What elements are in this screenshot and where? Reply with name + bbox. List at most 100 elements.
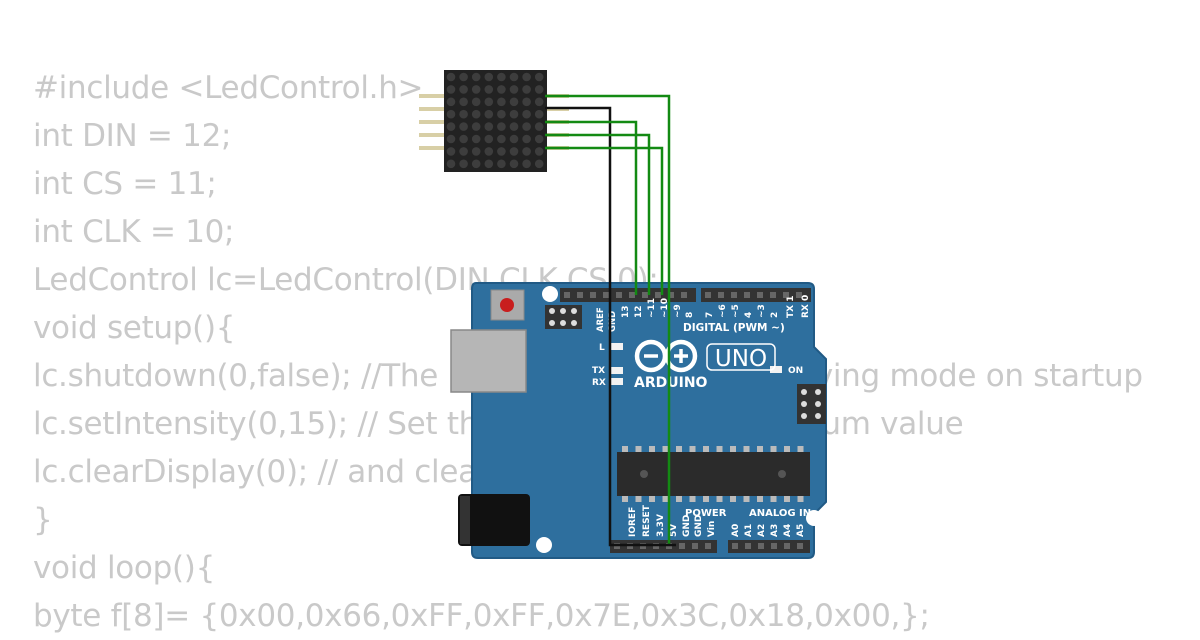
header-hole — [655, 292, 661, 298]
pin-label: ~9 — [673, 304, 683, 318]
header-hole — [692, 543, 698, 549]
matrix-led — [522, 147, 531, 156]
header-hole — [642, 292, 648, 298]
header-hole — [681, 292, 687, 298]
matrix-led — [446, 85, 456, 94]
chip-leg — [676, 446, 682, 454]
header-hole — [718, 292, 724, 298]
matrix-led — [509, 72, 519, 82]
chip-leg — [649, 446, 655, 454]
matrix-led — [509, 134, 519, 144]
matrix-led — [509, 122, 519, 131]
matrix-led — [497, 97, 506, 107]
pin-label: A2 — [757, 524, 767, 537]
code-line: void setup(){ — [33, 310, 236, 346]
chip-leg — [689, 494, 696, 502]
header-pin — [419, 107, 446, 111]
code-line: void loop(){ — [33, 550, 215, 586]
matrix-led — [509, 109, 519, 119]
icsp-header-right — [797, 384, 826, 424]
led-matrix-dots — [446, 72, 544, 169]
rx-led — [611, 378, 623, 385]
header-hole — [771, 543, 777, 549]
matrix-led — [446, 109, 456, 119]
pin-label: 2 — [770, 312, 780, 318]
chip-leg — [635, 494, 642, 502]
matrix-led — [446, 72, 456, 82]
chip-leg — [757, 494, 763, 502]
matrix-led — [534, 134, 544, 144]
chip-leg — [730, 446, 736, 454]
l-led — [611, 343, 623, 350]
code-line: } — [33, 502, 53, 538]
header-hole — [629, 292, 635, 298]
wire-gnd — [545, 106, 676, 547]
matrix-led — [484, 85, 494, 94]
header-hole — [770, 292, 776, 298]
chip-leg — [716, 494, 723, 502]
matrix-led — [534, 109, 544, 119]
code-line: byte f[8]= {0x00,0x66,0xFF,0xFF,0x7E,0x3… — [33, 598, 930, 634]
arduino-uno-board[interactable]: UNO ARDUINO DIGITAL (PWM ~) L TX RX ON P… — [450, 282, 827, 559]
wire-clk — [545, 146, 664, 295]
matrix-led — [534, 159, 544, 169]
on-label: ON — [788, 366, 803, 376]
pin-label: Vin — [707, 521, 717, 537]
header-hole — [603, 292, 609, 298]
wires — [545, 94, 676, 547]
mounting-hole — [536, 537, 552, 553]
header-hole — [616, 292, 622, 298]
matrix-led — [459, 122, 468, 131]
header-hole — [744, 292, 750, 298]
matrix-led — [484, 159, 494, 169]
chip-leg — [730, 494, 736, 502]
matrix-led — [522, 159, 531, 169]
mounting-hole — [806, 510, 822, 526]
board-brand: ARDUINO — [634, 375, 708, 391]
pin-label: A1 — [744, 524, 754, 537]
led-matrix-module[interactable] — [419, 70, 569, 172]
reset-button[interactable] — [490, 289, 525, 321]
mounting-hole — [542, 286, 558, 302]
chip-leg — [703, 494, 709, 502]
header-hole — [577, 292, 583, 298]
chip-leg — [770, 494, 777, 502]
matrix-led — [446, 134, 456, 144]
matrix-led — [497, 159, 506, 169]
matrix-led — [509, 85, 519, 94]
matrix-led — [522, 72, 531, 82]
header-hole — [796, 292, 802, 298]
matrix-led — [534, 147, 544, 156]
matrix-led — [471, 159, 481, 169]
header-hole — [679, 543, 685, 549]
header-hole — [590, 292, 596, 298]
matrix-led — [446, 97, 456, 107]
code-line: int DIN = 12; — [33, 118, 232, 154]
matrix-led — [484, 109, 494, 119]
code-line: #include <LedControl.h> — [33, 70, 424, 106]
matrix-led — [497, 147, 506, 156]
matrix-led — [484, 72, 494, 82]
matrix-led — [522, 97, 531, 107]
chip-leg — [797, 446, 804, 454]
matrix-led — [459, 159, 468, 169]
matrix-led — [522, 85, 531, 94]
matrix-led — [471, 97, 481, 107]
chip-leg — [784, 446, 790, 454]
chip-leg — [757, 446, 763, 454]
matrix-led — [446, 147, 456, 156]
power-label: POWER — [685, 508, 727, 519]
pin-label: ~3 — [757, 304, 767, 318]
header-hole — [797, 543, 803, 549]
matrix-led — [471, 85, 481, 94]
uno-badge — [706, 343, 776, 371]
matrix-led — [522, 109, 531, 119]
chip-leg — [784, 494, 790, 502]
chip-leg — [662, 494, 669, 502]
matrix-led — [534, 72, 544, 82]
matrix-led — [497, 109, 506, 119]
header-hole — [757, 292, 763, 298]
matrix-led — [484, 147, 494, 156]
chip-leg — [689, 446, 696, 454]
